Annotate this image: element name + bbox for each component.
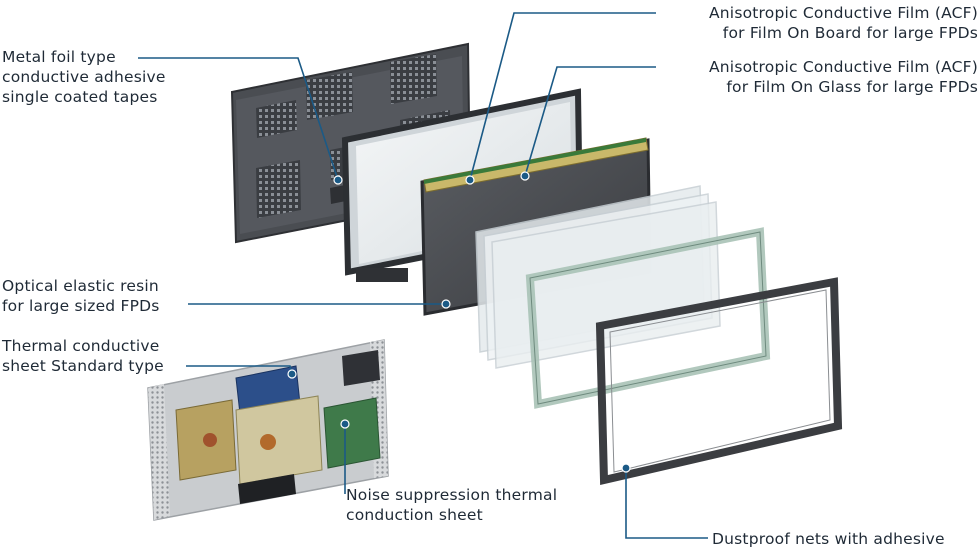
label-metal-foil-tapes: Metal foil type conductive adhesive sing… xyxy=(2,48,166,106)
front-bezel xyxy=(595,277,843,485)
dot-thermal-sheet xyxy=(287,369,297,379)
label-noise-suppression-sheet: Noise suppression thermal conduction she… xyxy=(346,486,558,524)
label-dustproof-nets: Dustproof nets with adhesive xyxy=(712,530,945,548)
leader-metal-foil xyxy=(138,57,339,181)
transparent-frame xyxy=(525,227,771,409)
dot-acf-glass xyxy=(520,171,530,181)
leader-acf-glass xyxy=(524,66,656,177)
leader-acf-board xyxy=(469,12,656,181)
label-thermal-conductive-sheet: Thermal conductive sheet Standard type xyxy=(2,337,164,375)
dot-metal-foil xyxy=(333,175,343,185)
dot-acf-board xyxy=(465,175,475,185)
leader-lines xyxy=(138,12,708,539)
dot-optical-resin xyxy=(441,299,451,309)
leader-dots xyxy=(287,171,631,473)
label-optical-elastic-resin: Optical elastic resin for large sized FP… xyxy=(2,277,160,315)
leader-dustproof xyxy=(625,468,708,539)
label-acf-film-on-board: Anisotropic Conductive Film (ACF) for Fi… xyxy=(708,4,978,42)
dot-dustproof xyxy=(621,463,631,473)
main-circuit-board xyxy=(147,339,389,521)
label-acf-film-on-glass: Anisotropic Conductive Film (ACF) for Fi… xyxy=(708,58,978,96)
dot-noise-sheet xyxy=(340,419,350,429)
